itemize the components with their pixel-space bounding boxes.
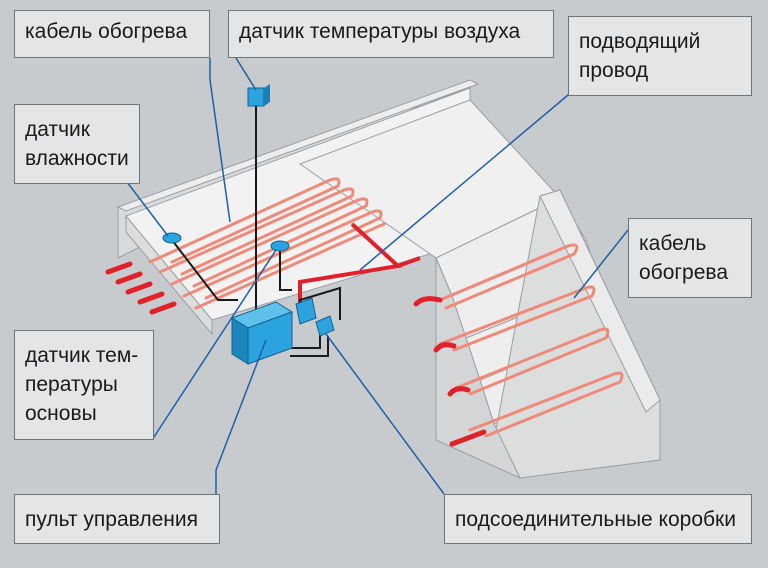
control-wiring — [171, 104, 341, 357]
leader-air-temp-sensor — [235, 57, 257, 91]
control-panel-side — [247, 311, 293, 365]
label-line: кабель обогрева — [25, 20, 188, 43]
stair-cable-ends — [413, 296, 487, 447]
label-line: подсоединительные коробки — [455, 508, 736, 531]
heating-cable-run — [454, 327, 610, 396]
label-junction-boxes: подсоединительные коробки — [444, 494, 752, 544]
label-line: датчик — [25, 118, 90, 141]
label-heating-cable-right: кабель обогрева — [628, 218, 752, 298]
label-control-panel: пульт управления — [14, 494, 220, 544]
supply-wire — [298, 222, 403, 304]
air-temperature-sensor-device — [247, 84, 270, 107]
label-air-temperature-sensor: датчик температуры воздуха — [228, 10, 554, 58]
junction-box-device — [295, 297, 335, 337]
cable-end — [149, 301, 177, 315]
leader-heating-cable-right — [573, 229, 629, 299]
heating-cable-run — [194, 222, 386, 310]
label-line: пературы — [25, 373, 118, 396]
air-sensor-box — [247, 87, 265, 107]
leader-heating-cable-top — [209, 58, 231, 223]
label-line: кабель — [639, 232, 707, 255]
control-wire — [290, 330, 321, 349]
label-line: подводящий — [579, 30, 701, 53]
label-heating-cable-top: кабель обогрева — [14, 10, 210, 58]
control-panel-device — [230, 301, 294, 365]
junction-box — [315, 315, 335, 337]
leader-supply-wire — [359, 89, 575, 271]
cable-end — [137, 291, 165, 305]
cable-end — [447, 386, 471, 397]
leader-humidity-sensor — [123, 177, 169, 237]
heating-cable-run — [158, 187, 355, 276]
leader-base-temp-sensor — [151, 249, 277, 441]
heating-cable-run — [148, 177, 341, 264]
control-wire — [290, 336, 329, 357]
leader-junction-boxes — [325, 333, 445, 495]
junction-box — [295, 297, 317, 325]
label-supply-wire: подводящий провод — [568, 16, 752, 96]
landing-front-edge — [125, 214, 213, 336]
leader-control-panel — [215, 339, 267, 494]
landing-heating-cable — [148, 177, 386, 310]
label-line: провод — [579, 59, 649, 82]
landing-cable-ends — [105, 261, 177, 315]
air-sensor-side — [264, 84, 270, 106]
landing-back-wall-top — [116, 79, 480, 212]
cable-end — [449, 429, 487, 447]
cable-end — [115, 271, 143, 285]
stair-heating-cable — [438, 243, 624, 438]
base-sensor-body — [270, 240, 290, 252]
heating-cable-run — [468, 371, 624, 438]
cable-end — [125, 281, 153, 295]
cable-end — [413, 296, 443, 307]
label-line: датчик тем- — [25, 344, 139, 367]
humidity-sensor-body — [162, 232, 182, 244]
label-line: влажности — [25, 147, 129, 170]
sensor-wire — [171, 239, 238, 301]
label-base-temperature-sensor: датчик тем- пературы основы — [14, 330, 154, 440]
label-line: пульт управления — [25, 508, 198, 531]
cable-end — [105, 261, 133, 275]
heating-cable-run — [170, 197, 369, 288]
humidity-sensor-device — [162, 232, 182, 244]
heating-cable-run — [438, 285, 596, 352]
leader-lines — [123, 57, 629, 495]
sensor-wire — [279, 248, 292, 291]
heating-cable-run — [182, 209, 383, 300]
label-line: основы — [25, 402, 97, 425]
label-line: датчик температуры воздуха — [239, 20, 521, 43]
label-humidity-sensor: датчик влажности — [14, 104, 140, 184]
cable-end — [433, 342, 457, 353]
label-line: обогрева — [639, 261, 729, 284]
supply-wire-to-stairs — [397, 256, 421, 268]
base-temperature-sensor-device — [270, 240, 290, 252]
heating-cable-run — [438, 243, 579, 310]
